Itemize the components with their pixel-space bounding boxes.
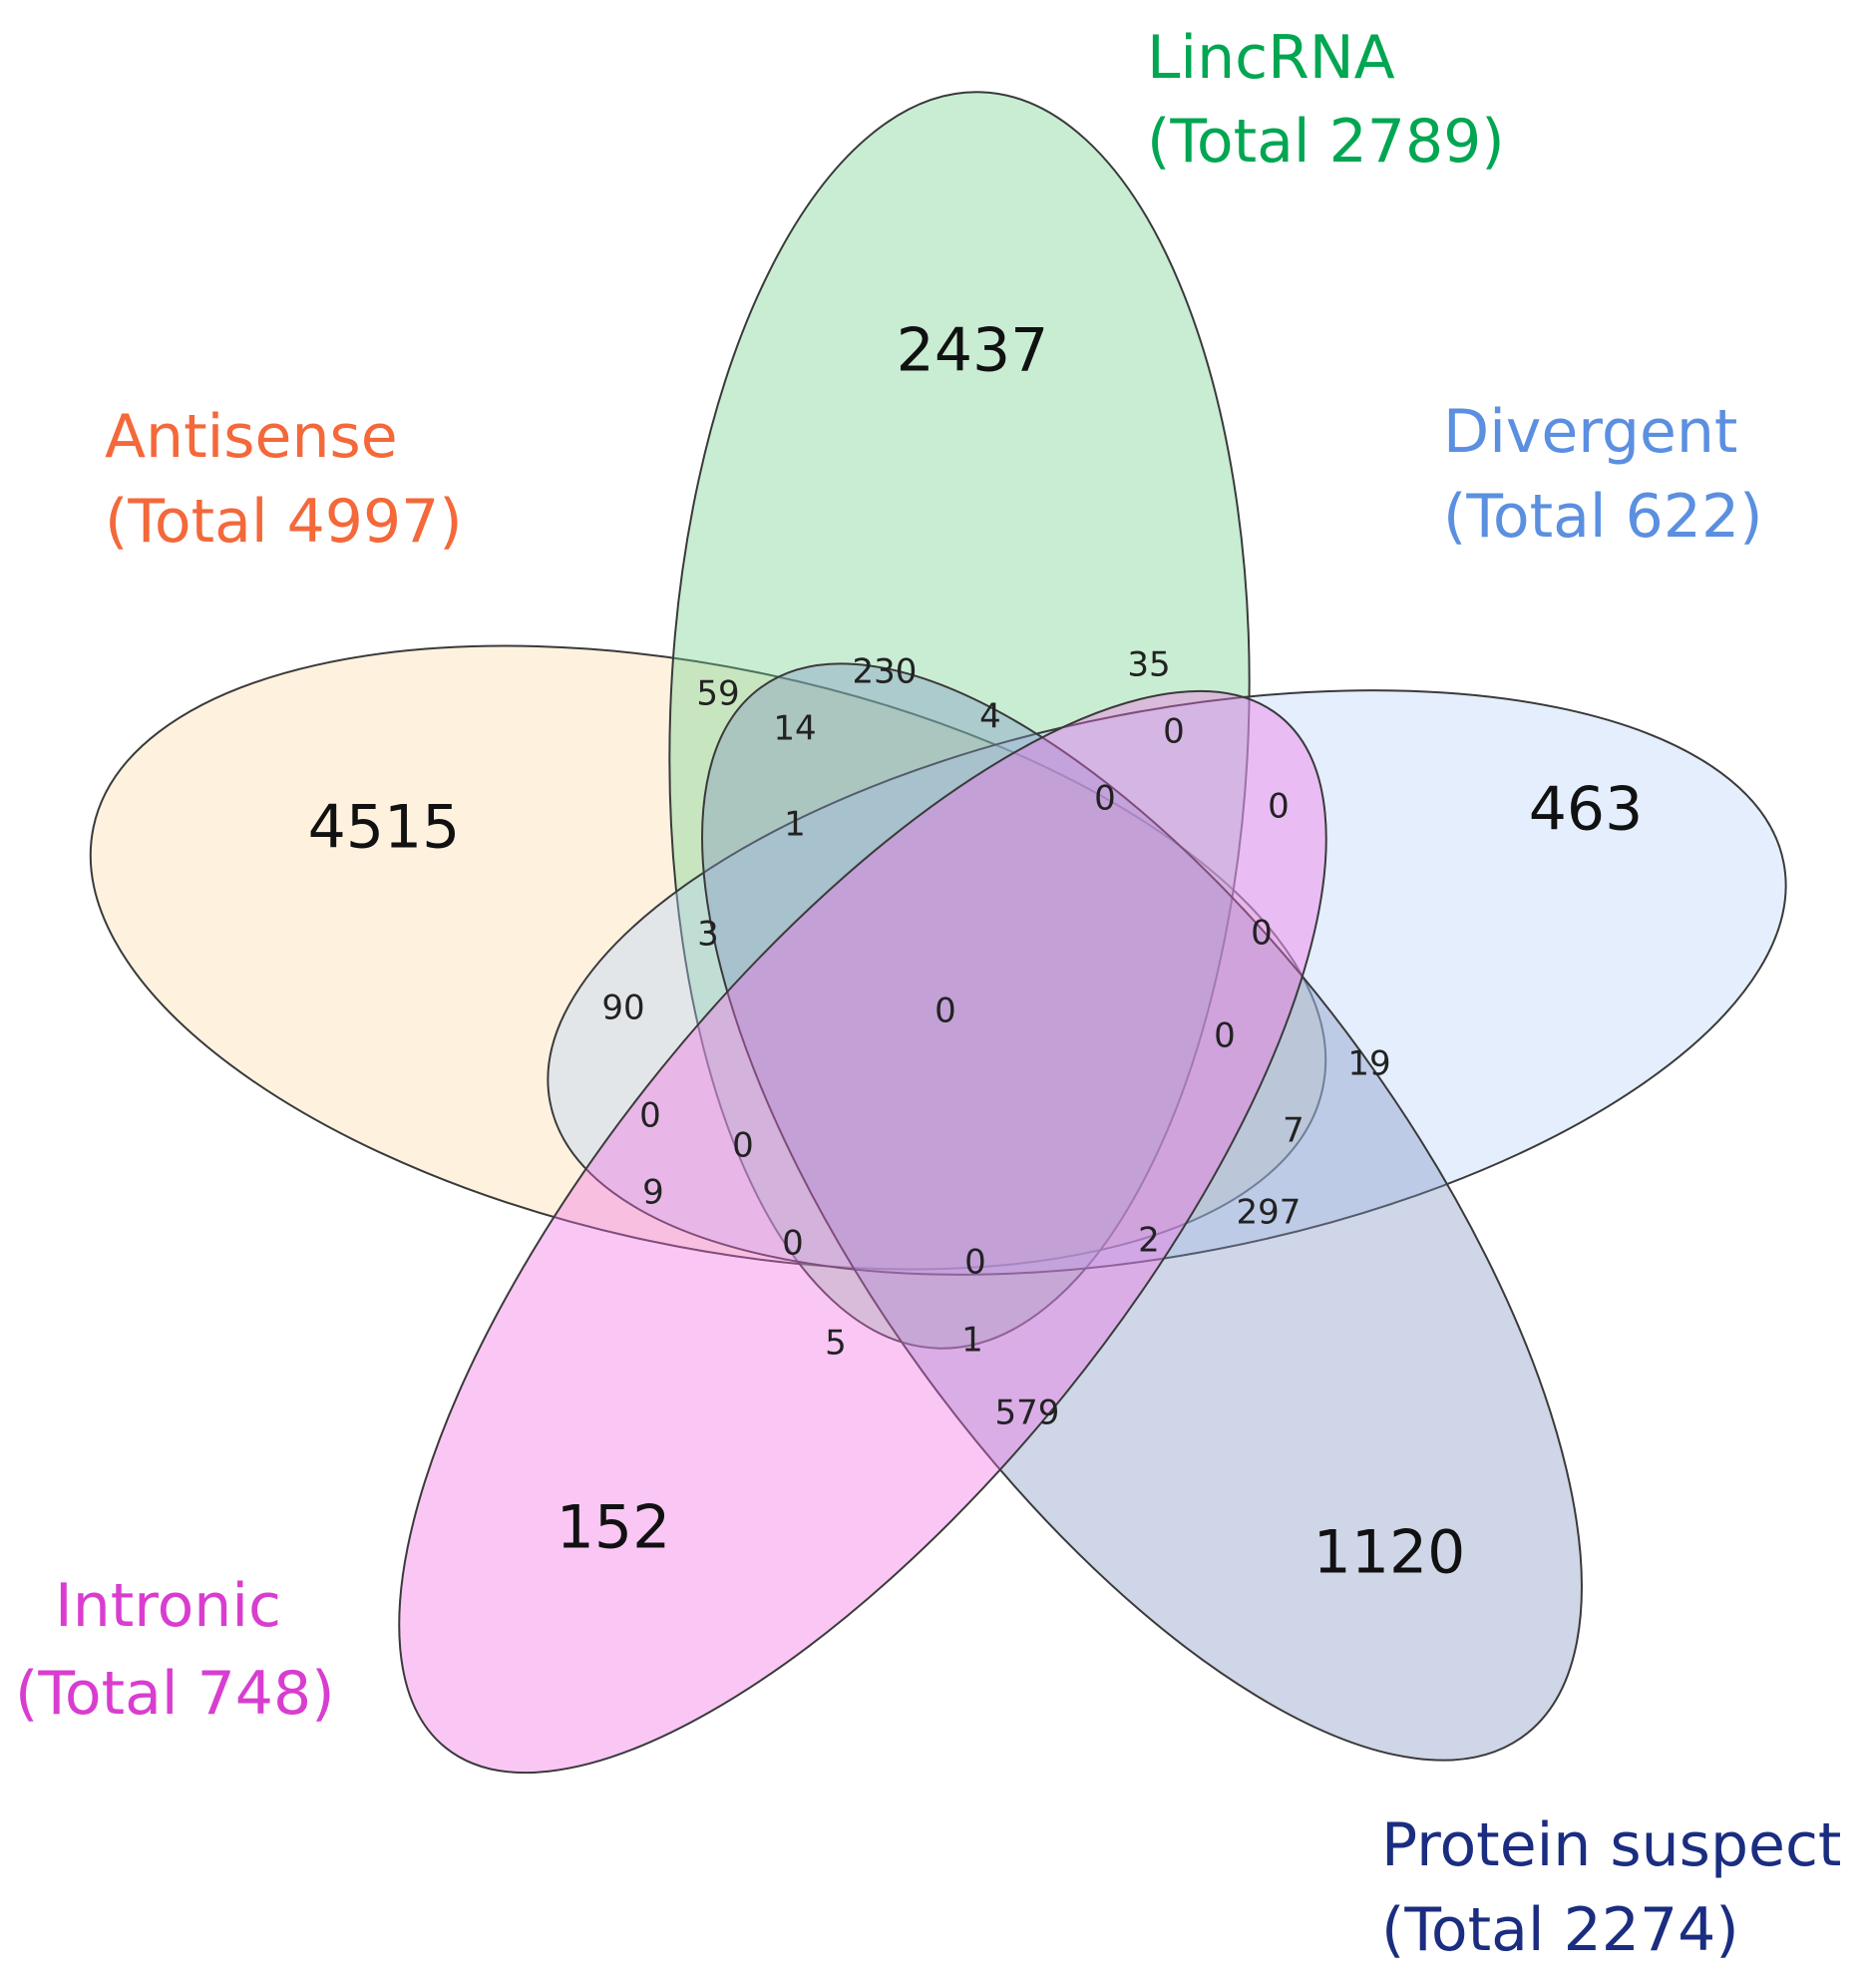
- overlap-count: 579: [995, 1393, 1060, 1433]
- overlap-count: 14: [773, 709, 816, 749]
- overlap-count: 297: [1237, 1193, 1302, 1233]
- intronic-unique-count: 152: [557, 1493, 671, 1563]
- intronic-total-label: (Total 748): [15, 1659, 335, 1729]
- antisense-name-label: Antisense: [105, 402, 398, 472]
- intronic-name-label: Intronic: [55, 1571, 281, 1641]
- lincrna-name-label: LincRNA: [1147, 23, 1395, 93]
- divergent-unique-count: 463: [1529, 775, 1644, 845]
- lincrna-total-label: (Total 2789): [1147, 107, 1505, 177]
- overlap-count: 9: [642, 1173, 664, 1213]
- overlap-count: 0: [782, 1224, 804, 1264]
- overlap-count: 230: [853, 652, 918, 692]
- protein-name-label: Protein suspect: [1381, 1810, 1841, 1880]
- unique-counts: 2437 463 1120 152 4515: [308, 316, 1644, 1588]
- antisense-total-label: (Total 4997): [105, 487, 463, 557]
- overlap-count: 7: [1283, 1111, 1305, 1151]
- set-intronic-shape: [398, 689, 1327, 1775]
- overlap-count: 0: [1268, 787, 1290, 827]
- overlap-count: 0: [964, 1243, 986, 1283]
- overlap-count: 19: [1347, 1044, 1390, 1084]
- set-protein-shape: [701, 662, 1583, 1762]
- overlap-count: 5: [825, 1324, 847, 1364]
- set-lincrna-shape: [668, 91, 1251, 1350]
- set-shapes: [89, 91, 1787, 1775]
- divergent-total-label: (Total 622): [1443, 482, 1763, 552]
- protein-unique-count: 1120: [1313, 1518, 1466, 1588]
- overlap-count: 0: [639, 1096, 661, 1136]
- overlap-count: 0: [1251, 914, 1273, 954]
- overlap-count: 1: [961, 1321, 983, 1361]
- set-divergent-shape: [547, 689, 1787, 1276]
- overlap-count: 59: [696, 674, 739, 714]
- overlap-count: 0: [1094, 779, 1116, 819]
- overlap-count: 0: [1163, 712, 1185, 752]
- overlap-count: 35: [1127, 645, 1170, 685]
- overlap-count: 0: [934, 992, 956, 1031]
- overlap-count: 0: [732, 1126, 754, 1166]
- protein-total-label: (Total 2274): [1381, 1895, 1739, 1965]
- antisense-unique-count: 4515: [308, 793, 461, 863]
- overlap-count: 1: [784, 805, 806, 845]
- set-antisense-shape: [89, 644, 1327, 1271]
- overlap-count: 4: [979, 697, 1001, 737]
- overlap-count: 2: [1138, 1221, 1160, 1261]
- overlap-count: 90: [601, 989, 644, 1028]
- overlap-count: 3: [697, 915, 719, 955]
- overlap-counts: 59 230 35 14 4 0 0 0 1 0 3 90 0 0 19 0 0…: [601, 645, 1390, 1433]
- divergent-name-label: Divergent: [1443, 397, 1737, 467]
- set-labels: LincRNA (Total 2789) Antisense (Total 49…: [15, 23, 1841, 1965]
- lincrna-unique-count: 2437: [897, 316, 1049, 386]
- overlap-count: 0: [1214, 1016, 1236, 1056]
